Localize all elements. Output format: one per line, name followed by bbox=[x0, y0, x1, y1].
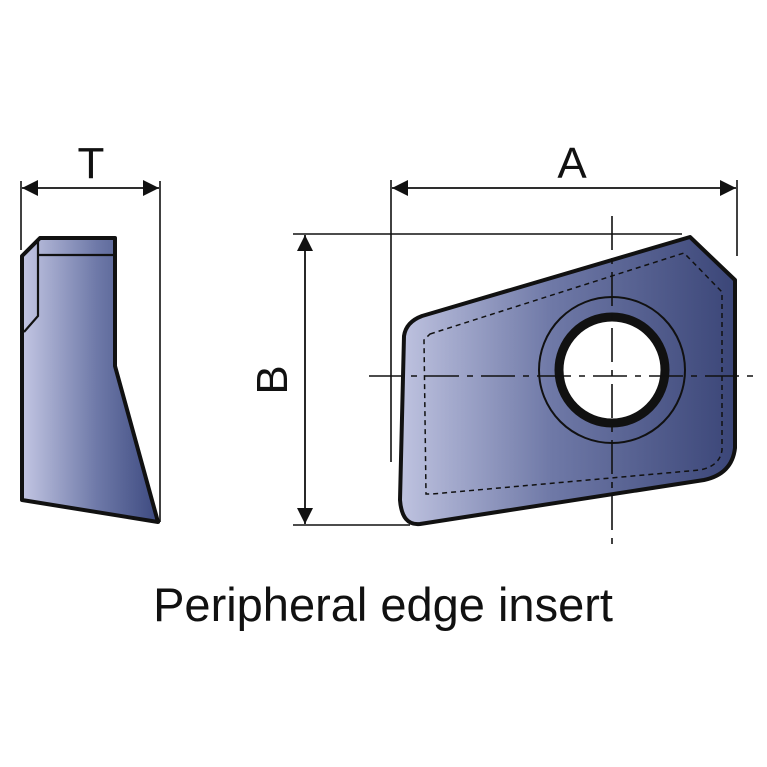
dimension-t-label: T bbox=[78, 139, 105, 188]
side-view-chamfer bbox=[23, 240, 40, 333]
side-view-insert-body bbox=[20, 236, 160, 524]
front-view-hidden-edge bbox=[423, 252, 723, 495]
diagram-caption: Peripheral edge insert bbox=[153, 578, 613, 631]
front-view: A B bbox=[248, 139, 756, 548]
dimension-b-label: B bbox=[248, 365, 297, 394]
side-view: T bbox=[20, 139, 161, 524]
dimension-a-label: A bbox=[557, 139, 587, 188]
